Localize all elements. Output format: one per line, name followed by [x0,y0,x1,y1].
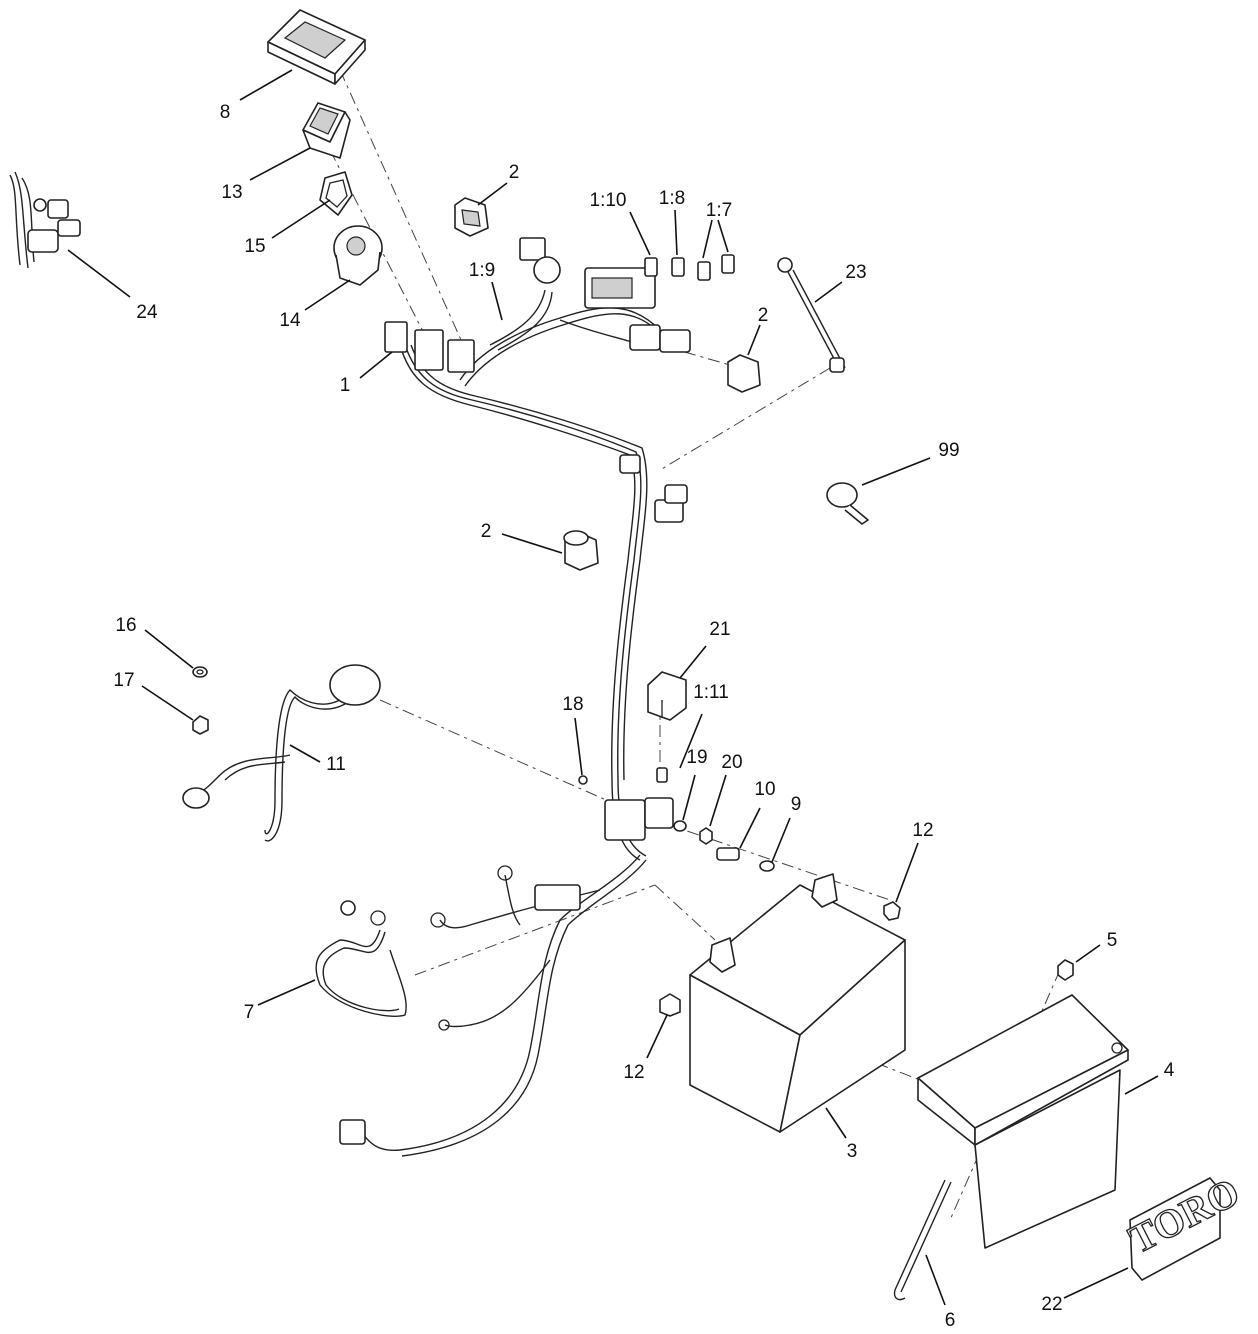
connector-plug-top [454,197,489,237]
callout-18: 18 [562,694,583,715]
negative-cable [315,900,407,1017]
callout-8: 8 [220,102,231,123]
callout-12-top: 12 [912,820,933,841]
cable-tie [826,482,869,525]
callout-11: 11 [326,754,346,775]
battery-nut-left [659,993,681,1017]
connector-plug-right [727,354,761,393]
main-wire-harness [339,237,691,1157]
callout-10: 10 [754,779,775,800]
callout-24: 24 [136,302,158,323]
callout-1-8: 1:8 [659,188,685,209]
fuses-group [644,254,735,281]
callout-17: 17 [113,670,134,691]
callout-14: 14 [279,310,301,331]
callout-21: 21 [709,619,730,640]
fastener-stack [578,767,775,872]
callout-5: 5 [1107,930,1118,951]
nut-17 [192,715,209,735]
callout-19: 19 [686,747,707,768]
battery-bracket [917,994,1129,1249]
callout-13: 13 [221,182,242,203]
callout-20: 20 [721,752,742,773]
sensor-wire [777,257,846,373]
battery-nut-top [883,901,901,921]
toro-decal: TORO [1121,1168,1247,1281]
callout-16: 16 [115,615,136,636]
callout-2-right: 2 [758,305,769,326]
connector-plug-middle [563,530,599,571]
callout-6: 6 [945,1310,956,1331]
callout-15: 15 [244,236,265,257]
leader-lines [67,69,1159,1306]
battery [689,873,906,1133]
callout-labels: 8 13 15 14 1 24 2 1:9 1:10 1:8 1:7 23 2 … [113,102,1174,1331]
callout-1-10: 1:10 [590,190,627,211]
callout-99: 99 [938,440,959,461]
hour-meter [267,9,366,85]
callout-9: 9 [791,794,802,815]
callout-2-top: 2 [509,162,520,183]
callout-1-9: 1:9 [469,260,495,281]
hold-down-rod [893,1179,952,1301]
callout-3: 3 [847,1141,858,1162]
callout-4: 4 [1164,1060,1175,1081]
callout-1-11: 1:11 [693,682,729,703]
rocker-switch [302,102,351,159]
hold-down-nut [1057,959,1074,981]
positive-cable [182,664,381,842]
callout-1-7: 1:7 [706,200,732,221]
ignition-key [319,171,353,216]
relay [647,671,687,721]
callout-7: 7 [244,1002,255,1023]
auxiliary-harness [9,171,81,269]
callout-1: 1 [340,375,351,396]
ignition-switch [333,225,383,286]
washer-16 [192,666,208,678]
callout-23: 23 [845,262,866,283]
callout-12-left: 12 [623,1062,644,1083]
callout-2-middle: 2 [481,521,492,542]
callout-22: 22 [1041,1294,1062,1315]
